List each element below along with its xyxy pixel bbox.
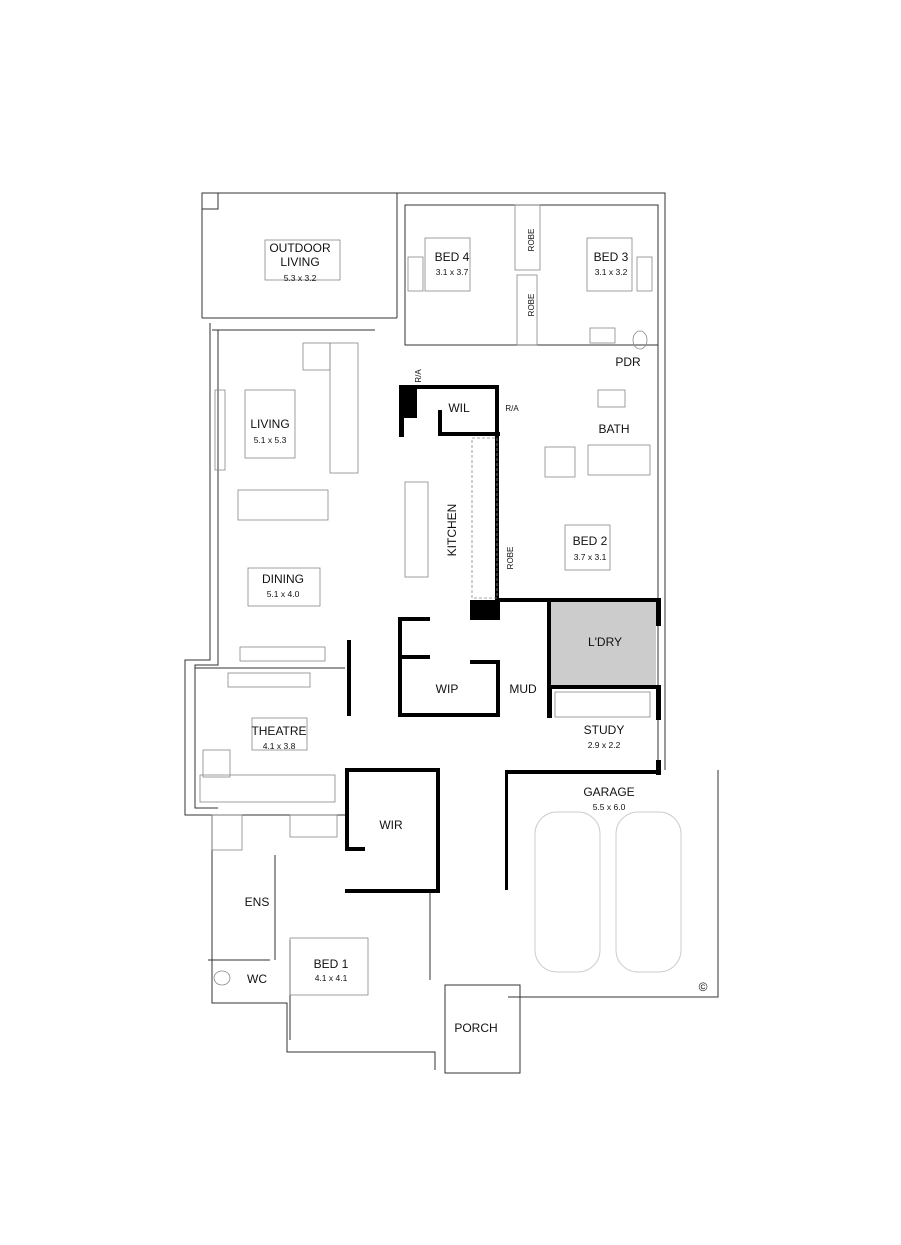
room-wil-label: WIL — [448, 401, 470, 415]
copyright-symbol: © — [699, 980, 708, 994]
laundry-area — [551, 602, 656, 685]
room-living-dims: 5.1 x 5.3 — [254, 435, 287, 445]
room-ens-label: ENS — [245, 895, 270, 909]
room-outdoor-living-dims: 5.3 x 3.2 — [284, 273, 317, 283]
room-robe-label: ROBE — [527, 229, 536, 252]
room-labels: OUTDOOR LIVING 5.3 x 3.2 BED 4 3.1 x 3.7… — [245, 229, 708, 1035]
garage-cars — [534, 811, 682, 973]
room-pdr-label: PDR — [615, 355, 641, 369]
room-bed1-dims: 4.1 x 4.1 — [315, 973, 348, 983]
room-wc-label: WC — [247, 972, 267, 986]
room-outdoor-living-label-2: LIVING — [280, 255, 319, 269]
room-theatre-label: THEATRE — [251, 724, 306, 738]
room-dining-label: DINING — [262, 572, 304, 586]
room-garage-dims: 5.5 x 6.0 — [593, 802, 626, 812]
car-left — [534, 811, 601, 973]
room-theatre-dims: 4.1 x 3.8 — [263, 741, 296, 751]
ra-annotation: R/A — [414, 369, 423, 383]
room-bed3-dims: 3.1 x 3.2 — [595, 267, 628, 277]
room-bed4-dims: 3.1 x 3.7 — [436, 267, 469, 277]
room-wip-label: WIP — [436, 682, 459, 696]
car-right — [615, 811, 682, 973]
room-robe-label: ROBE — [527, 294, 536, 317]
room-bath-label: BATH — [598, 422, 629, 436]
ra-annotation: R/A — [505, 404, 519, 413]
room-bed2-label: BED 2 — [573, 534, 608, 548]
furniture — [199, 204, 653, 996]
room-porch-label: PORCH — [454, 1021, 497, 1035]
room-bed2-dims: 3.7 x 3.1 — [574, 552, 607, 562]
room-wir-label: WIR — [379, 818, 403, 832]
room-laundry-label: L'DRY — [588, 635, 622, 649]
walls — [345, 385, 661, 893]
room-bed3-label: BED 3 — [594, 250, 629, 264]
room-study-dims: 2.9 x 2.2 — [588, 740, 621, 750]
room-bed1-label: BED 1 — [314, 957, 349, 971]
room-garage-label: GARAGE — [583, 785, 634, 799]
room-dining-dims: 5.1 x 4.0 — [267, 589, 300, 599]
room-study-label: STUDY — [584, 723, 625, 737]
room-bed4-label: BED 4 — [435, 250, 470, 264]
room-mud-label: MUD — [509, 682, 537, 696]
room-outdoor-living-label: OUTDOOR — [269, 241, 331, 255]
room-robe-label: ROBE — [506, 547, 515, 570]
room-kitchen-label: KITCHEN — [445, 504, 459, 557]
outline — [184, 192, 719, 1074]
room-living-label: LIVING — [250, 417, 289, 431]
